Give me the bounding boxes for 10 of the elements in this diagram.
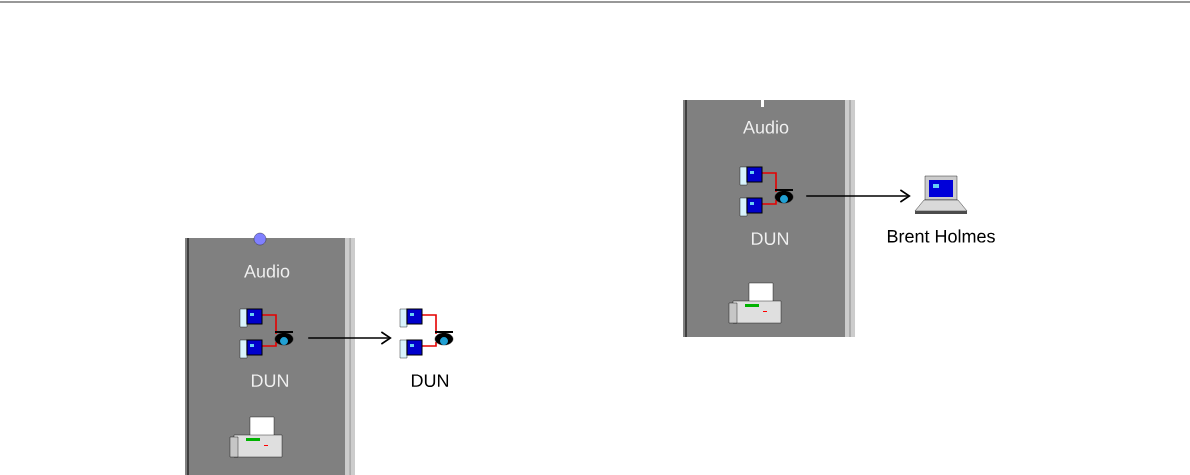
sidebar-panel xyxy=(683,99,855,338)
arrow xyxy=(805,189,911,203)
icon-label: Audio xyxy=(743,120,789,134)
icon-label: Audio xyxy=(244,264,290,278)
icon-label: Brent Holmes xyxy=(887,229,995,243)
icon-label: DUN xyxy=(252,374,289,387)
icon-label: DUN xyxy=(752,232,789,245)
icon-label: DUN xyxy=(412,374,449,387)
sidebar-panel xyxy=(185,232,355,475)
arrow xyxy=(307,331,392,345)
